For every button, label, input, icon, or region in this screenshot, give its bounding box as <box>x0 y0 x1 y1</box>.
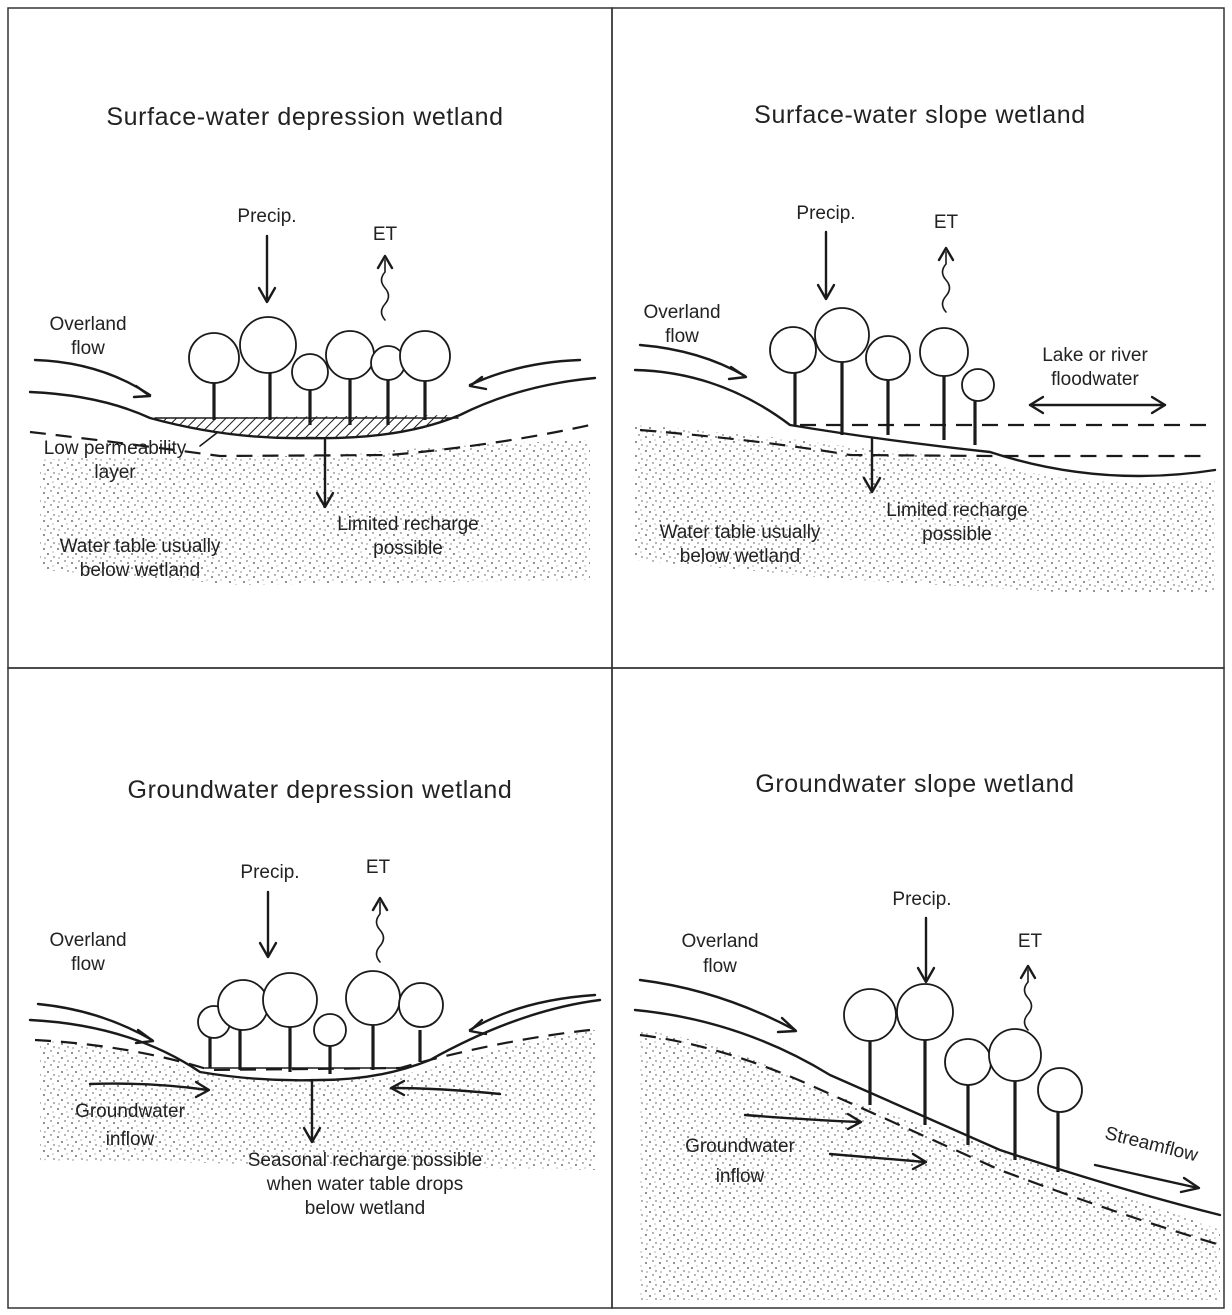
recharge-label-2: possible <box>373 538 443 559</box>
et-label: ET <box>366 857 391 878</box>
et-label: ET <box>934 212 959 233</box>
overland-label-2: flow <box>703 956 737 977</box>
panel-title: Surface-water slope wetland <box>754 101 1086 129</box>
overland-arrow-right <box>470 995 595 1030</box>
et-arrow <box>1025 970 1032 1030</box>
panel-ground-slope: Groundwater slope wetland Precip. ET Ove… <box>635 770 1220 1300</box>
low-perm-label-1: Low permeability <box>44 438 187 459</box>
lake-label-1: Lake or river <box>1042 345 1148 366</box>
et-label: ET <box>373 224 398 245</box>
overland-arrow <box>640 980 795 1030</box>
panel-title: Surface-water depression wetland <box>106 103 503 131</box>
precip-label: Precip. <box>240 862 299 883</box>
watertable-label-1: Water table usually <box>660 522 821 543</box>
tree-cluster <box>189 317 450 425</box>
recharge-label-1: Limited recharge <box>337 514 479 535</box>
saturated-zone-stipple <box>640 1030 1220 1300</box>
et-arrow <box>377 902 384 962</box>
low-perm-label-2: layer <box>94 462 136 483</box>
recharge-label-1: Limited recharge <box>886 500 1028 521</box>
panel-ground-depression: Groundwater depression wetland Precip. E… <box>30 776 600 1219</box>
overland-label-2: flow <box>71 954 105 975</box>
panel-title: Groundwater slope wetland <box>755 770 1074 798</box>
streamflow-label: Streamflow <box>1103 1123 1201 1166</box>
panel-surface-depression: Surface-water depression wetland Precip.… <box>30 103 595 585</box>
watertable-label-2: below wetland <box>80 560 200 581</box>
lake-label-2: floodwater <box>1051 369 1139 390</box>
seasonal-label-2: when water table drops <box>266 1174 463 1195</box>
overland-arrow-left <box>35 360 150 395</box>
precip-label: Precip. <box>796 203 855 224</box>
tree-cluster <box>198 971 443 1074</box>
gw-label-1: Groundwater <box>685 1136 796 1157</box>
panel-title: Groundwater depression wetland <box>128 776 513 804</box>
overland-label-1: Overland <box>643 302 720 323</box>
watertable-label-2: below wetland <box>680 546 800 567</box>
panel-surface-slope: Surface-water slope wetland Precip. ET O… <box>635 101 1215 592</box>
et-arrow <box>943 252 950 312</box>
et-label: ET <box>1018 931 1043 952</box>
gw-label-2: inflow <box>716 1166 765 1187</box>
overland-label-2: flow <box>665 326 699 347</box>
overland-label-1: Overland <box>49 930 126 951</box>
recharge-label-2: possible <box>922 524 992 545</box>
overland-label-2: flow <box>71 338 105 359</box>
overland-label-1: Overland <box>49 314 126 335</box>
seasonal-label-1: Seasonal recharge possible <box>248 1150 483 1171</box>
gw-label-2: inflow <box>106 1129 155 1150</box>
precip-label: Precip. <box>892 889 951 910</box>
precip-label: Precip. <box>237 206 296 227</box>
et-arrow <box>382 260 389 320</box>
seasonal-label-3: below wetland <box>305 1198 425 1219</box>
watertable-label-1: Water table usually <box>60 536 221 557</box>
gw-label-1: Groundwater <box>75 1101 186 1122</box>
overland-label-1: Overland <box>681 931 758 952</box>
